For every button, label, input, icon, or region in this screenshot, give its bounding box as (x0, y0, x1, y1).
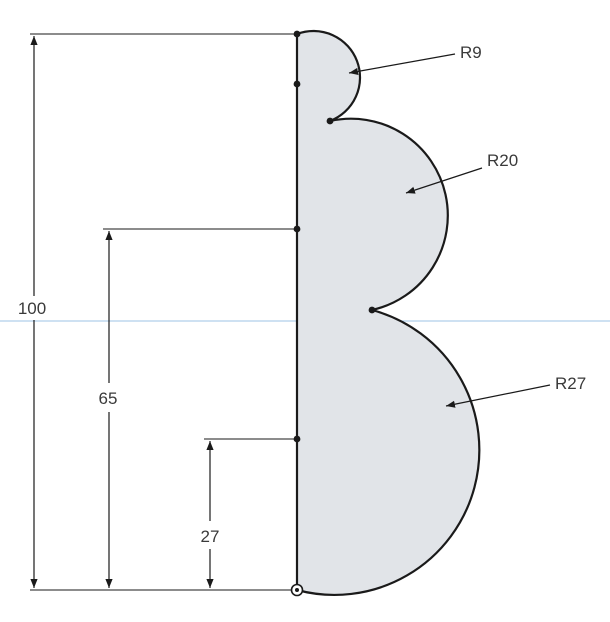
snowman-profile[interactable] (295, 29, 481, 597)
sketch-point-tangent-lower[interactable] (368, 306, 376, 314)
sketch-point-r9-center[interactable] (293, 80, 301, 88)
radius-r20-leader[interactable] (405, 167, 483, 194)
radius-r9-label[interactable]: R9 (460, 43, 482, 62)
sketch-point-top[interactable] (293, 30, 301, 38)
dimension-100-label[interactable]: 100 (18, 299, 46, 318)
sketch-point-r20-center[interactable] (293, 225, 301, 233)
radius-r9-leader[interactable] (348, 53, 456, 75)
radius-r27-leader[interactable] (445, 384, 551, 408)
sketch-point-r27-center[interactable] (293, 435, 301, 443)
dimension-65-label[interactable]: 65 (99, 389, 118, 408)
radius-r20-label[interactable]: R20 (487, 151, 518, 170)
radius-r27-label[interactable]: R27 (555, 374, 586, 393)
origin-point[interactable] (290, 583, 304, 597)
sketch-point-tangent-upper[interactable] (326, 117, 334, 125)
dimension-27-label[interactable]: 27 (201, 527, 220, 546)
